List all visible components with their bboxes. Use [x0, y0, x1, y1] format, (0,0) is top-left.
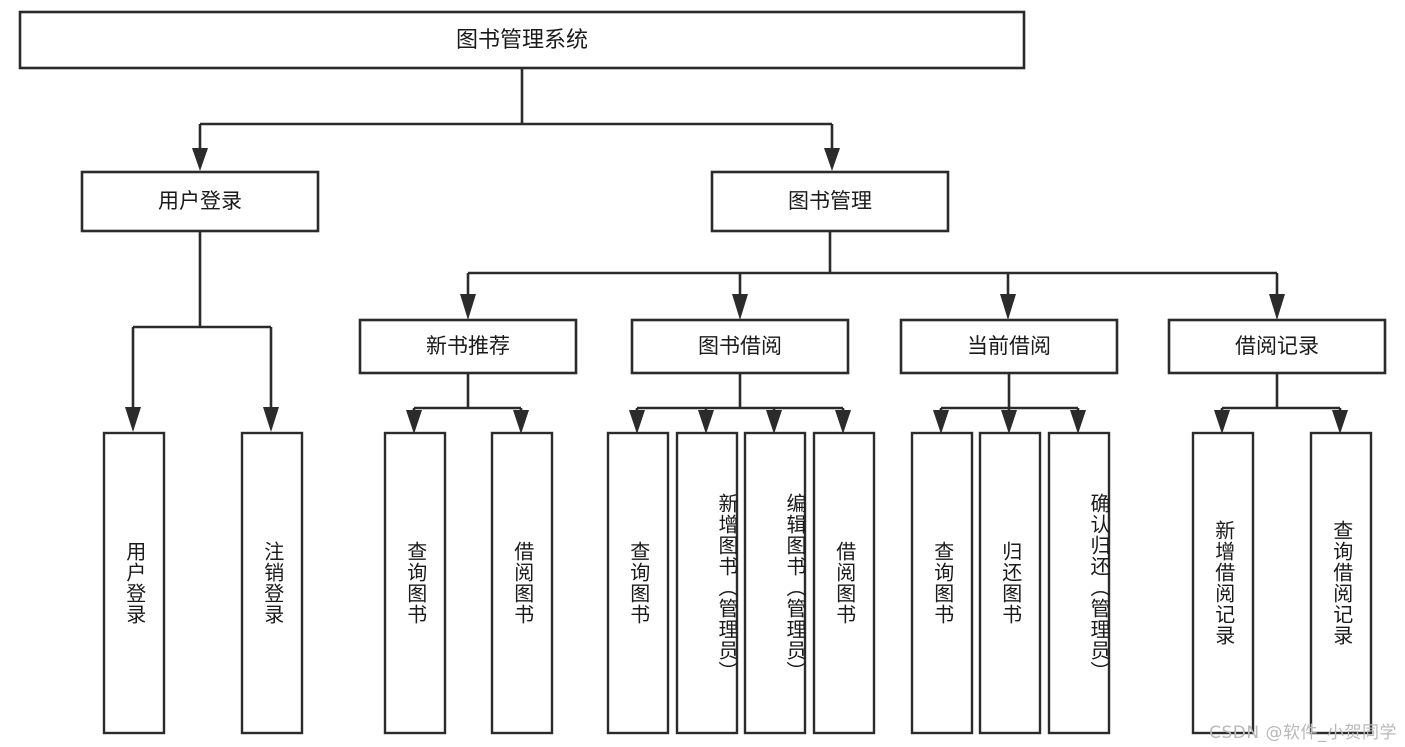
- arrowhead-icon: [824, 148, 840, 171]
- node-book-management-label: 图书管理: [788, 189, 872, 213]
- arrowhead-icon: [1000, 294, 1016, 320]
- connector-root-to-level2: [192, 68, 840, 171]
- arrowhead-icon: [766, 410, 782, 434]
- arrowhead-icon: [835, 410, 851, 434]
- node-current-borrow[interactable]: 当前借阅: [899, 318, 1119, 375]
- node-user-login[interactable]: 用户登录: [80, 170, 320, 233]
- arrowhead-icon: [1269, 294, 1285, 320]
- leaf-box-query-book-1[interactable]: [383, 431, 447, 735]
- node-current-borrow-box[interactable]: [899, 318, 1119, 375]
- node-borrow-record[interactable]: 借阅记录: [1167, 318, 1387, 375]
- arrowhead-icon: [1214, 410, 1230, 434]
- arrowhead-icon: [698, 410, 714, 434]
- node-book-borrow-label: 图书借阅: [698, 334, 782, 358]
- node-user-login-box[interactable]: [80, 170, 320, 233]
- arrowhead-icon: [1070, 410, 1086, 434]
- connector-user-login-to-leaves: [125, 231, 279, 432]
- watermark-text: CSDN @软件_小贺同学: [1209, 723, 1397, 743]
- node-book-borrow[interactable]: 图书借阅: [630, 318, 850, 375]
- node-root[interactable]: 图书管理系统: [18, 10, 1026, 70]
- arrowhead-icon: [406, 410, 422, 434]
- connector-borrow-record-to-leaves: [1214, 373, 1348, 434]
- connector-book-borrow-to-leaves: [629, 373, 851, 434]
- arrowhead-icon: [1332, 410, 1348, 434]
- leaf-box-query-borrow-record[interactable]: [1309, 431, 1373, 735]
- arrowhead-icon: [513, 410, 529, 434]
- arrowhead-icon: [933, 410, 949, 434]
- leaf-box-return-book[interactable]: [978, 431, 1042, 735]
- arrowhead-icon: [263, 407, 279, 432]
- node-new-book-recommend[interactable]: 新书推荐: [358, 318, 578, 375]
- leaf-box-logout[interactable]: [240, 431, 304, 735]
- connector-new-book-to-leaves: [406, 373, 529, 434]
- connector-book-management-to-level3: [460, 231, 1285, 320]
- leaf-box-add-book-admin[interactable]: [675, 431, 739, 735]
- arrowhead-icon: [732, 294, 748, 320]
- node-current-borrow-label: 当前借阅: [967, 334, 1051, 358]
- arrowhead-icon: [460, 294, 476, 320]
- arrowhead-icon: [1001, 410, 1017, 434]
- arrowhead-icon: [125, 407, 141, 432]
- leaf-box-query-book-2[interactable]: [606, 431, 670, 735]
- leaf-box-edit-book-admin[interactable]: [743, 431, 807, 735]
- connector-current-borrow-to-leaves: [933, 373, 1086, 434]
- arrowhead-icon: [192, 148, 208, 171]
- node-borrow-record-label: 借阅记录: [1235, 334, 1319, 358]
- arrowhead-icon: [629, 410, 645, 434]
- node-root-label: 图书管理系统: [456, 28, 588, 53]
- node-root-box[interactable]: [18, 10, 1026, 70]
- node-book-management[interactable]: 图书管理: [710, 170, 950, 233]
- node-new-book-recommend-box[interactable]: [358, 318, 578, 375]
- leaf-box-add-borrow-record[interactable]: [1191, 431, 1255, 735]
- leaf-box-borrow-book-2[interactable]: [812, 431, 876, 735]
- leaf-box-confirm-return-admin[interactable]: [1047, 431, 1111, 735]
- leaf-box-user-login[interactable]: [102, 431, 166, 735]
- node-new-book-recommend-label: 新书推荐: [426, 334, 510, 358]
- leaf-box-borrow-book-1[interactable]: [490, 431, 554, 735]
- leaf-box-query-book-3[interactable]: [910, 431, 974, 735]
- node-user-login-label: 用户登录: [158, 189, 242, 213]
